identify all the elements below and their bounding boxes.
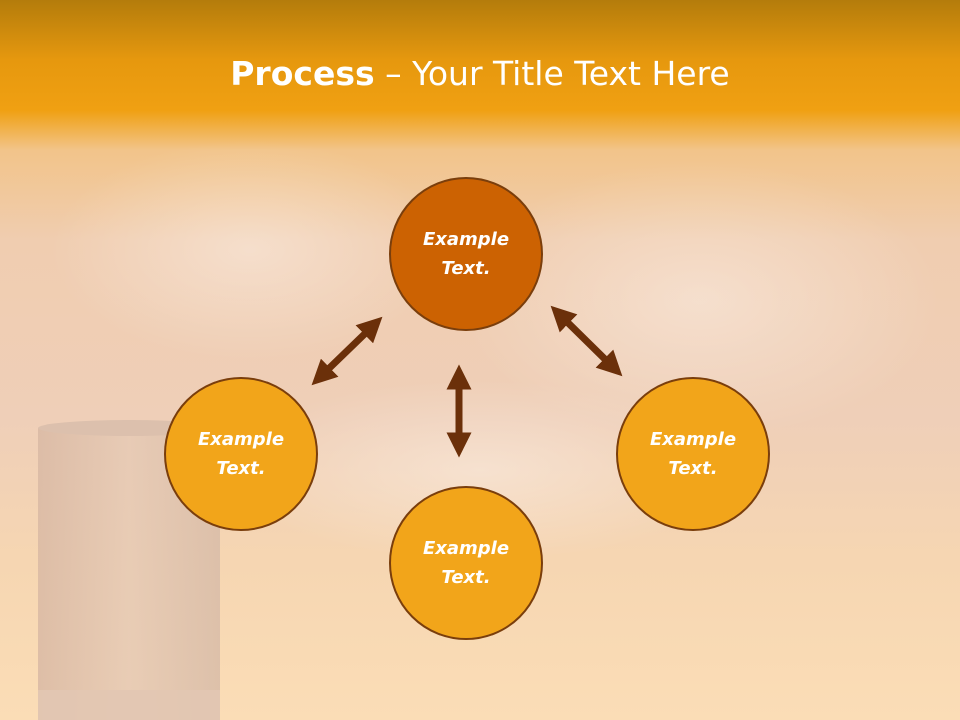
title-separator: – [374, 54, 413, 93]
double-arrow-top-right [550, 305, 623, 377]
cloud-shape [220, 380, 740, 560]
node-left: Example Text. [164, 377, 318, 531]
node-right: Example Text. [616, 377, 770, 531]
node-top: Example Text. [389, 177, 543, 331]
node-right-label: Example Text. [649, 429, 737, 479]
cloud-shape [50, 140, 450, 360]
node-bottom-label: Example Text. [422, 538, 510, 588]
node-bottom: Example Text. [389, 486, 543, 640]
node-top-label: Example Text. [422, 229, 510, 279]
title-bold: Process [230, 54, 375, 93]
slide-title: Process – Your Title Text Here [0, 52, 960, 96]
title-text: Your Title Text Here [412, 54, 730, 93]
node-left-label: Example Text. [197, 429, 285, 479]
chimney [38, 420, 220, 720]
double-arrow-left-top [311, 316, 383, 386]
